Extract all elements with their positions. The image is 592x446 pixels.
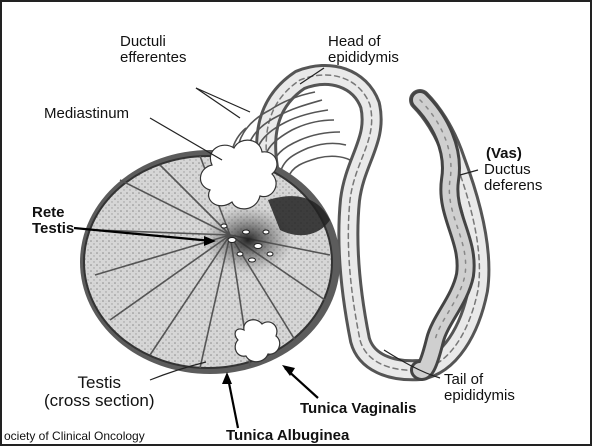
vas-label: (Vas): [486, 146, 522, 162]
credit-text: ociety of Clinical Oncology: [4, 430, 145, 443]
testis-line2: (cross section): [44, 391, 155, 410]
mediastinum-label: Mediastinum: [44, 106, 129, 122]
testis-label: Testis (cross section): [44, 374, 155, 410]
testis-line1: Testis: [78, 373, 121, 392]
rete-testis-line1: Rete: [32, 204, 65, 221]
rete-testis-label: Rete Testis: [32, 205, 74, 237]
ductus-deferens-label: Ductus deferens: [484, 162, 542, 194]
ductus-deferens-line2: deferens: [484, 177, 542, 194]
head-of-epididymis-line1: Head of: [328, 33, 381, 50]
ductuli-efferentes-line1: Ductuli: [120, 33, 166, 50]
head-of-epididymis-label: Head of epididymis: [328, 34, 399, 66]
ductus-deferens-line1: Ductus: [484, 161, 531, 178]
tail-of-epididymis-label: Tail of epididymis: [444, 372, 515, 404]
ductuli-efferentes-line2: efferentes: [120, 49, 186, 66]
ductuli-efferentes-label: Ductuli efferentes: [120, 34, 186, 66]
tail-of-epididymis-line1: Tail of: [444, 371, 483, 388]
rete-testis-line2: Testis: [32, 220, 74, 237]
tail-of-epididymis-line2: epididymis: [444, 387, 515, 404]
tunica-vaginalis-label: Tunica Vaginalis: [300, 401, 416, 417]
head-of-epididymis-line2: epididymis: [328, 49, 399, 66]
tunica-albuginea-label: Tunica Albuginea: [226, 428, 349, 444]
